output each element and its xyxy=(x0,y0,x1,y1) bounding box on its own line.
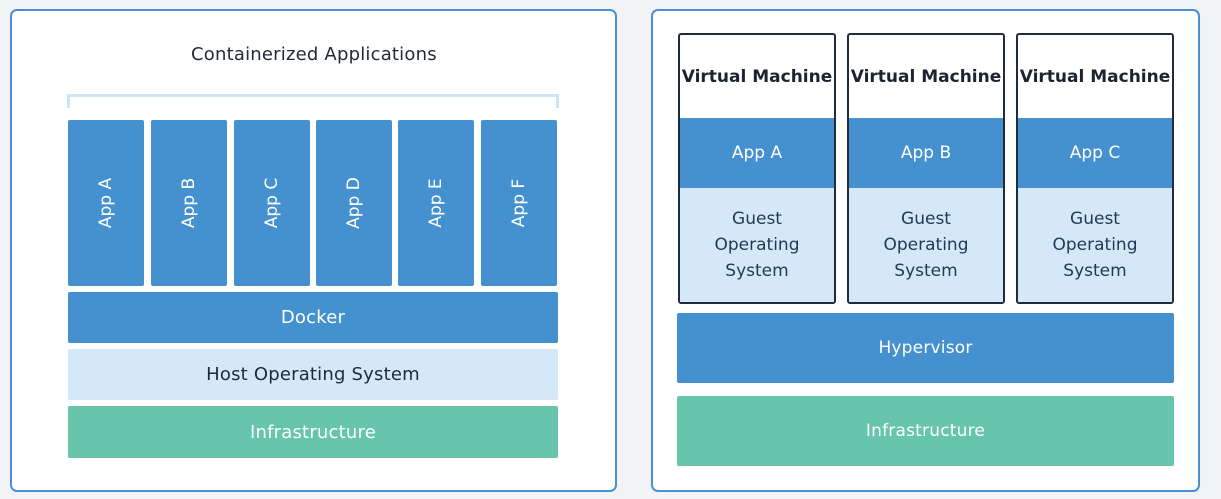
app-a-label: App A xyxy=(96,177,116,229)
app-e-label: App E xyxy=(426,178,446,228)
app-d-label: App D xyxy=(344,177,364,229)
vm-3-title: Virtual Machine xyxy=(1019,66,1171,87)
virtual-machine-3: Virtual Machine App C Guest Operating Sy… xyxy=(1016,33,1174,304)
vm-2-title: Virtual Machine xyxy=(850,66,1002,87)
vm-1-title: Virtual Machine xyxy=(681,66,833,87)
vm-1-app: App A xyxy=(680,118,834,188)
hypervisor-layer: Hypervisor xyxy=(677,313,1174,383)
app-a-column: App A xyxy=(68,120,144,286)
containers-bracket xyxy=(67,94,559,108)
app-f-column: App F xyxy=(481,120,557,286)
app-e-column: App E xyxy=(398,120,474,286)
vm-2-guest-os: Guest Operating System xyxy=(849,188,1003,302)
virtual-machine-2: Virtual Machine App B Guest Operating Sy… xyxy=(847,33,1005,304)
app-c-label: App C xyxy=(262,177,282,229)
docker-layer: Docker xyxy=(68,292,558,343)
app-b-label: App B xyxy=(179,177,199,229)
app-c-column: App C xyxy=(234,120,310,286)
virtual-machine-1: Virtual Machine App A Guest Operating Sy… xyxy=(678,33,836,304)
vm-1-guest-os: Guest Operating System xyxy=(680,188,834,302)
vm-3-app: App C xyxy=(1018,118,1172,188)
app-d-column: App D xyxy=(316,120,392,286)
app-b-column: App B xyxy=(151,120,227,286)
containers-title: Containerized Applications xyxy=(191,44,437,65)
vms-infrastructure-layer: Infrastructure xyxy=(677,396,1174,466)
containers-infrastructure-layer: Infrastructure xyxy=(68,406,558,458)
vm-3-guest-os: Guest Operating System xyxy=(1018,188,1172,302)
host-os-layer: Host Operating System xyxy=(68,349,558,400)
vm-2-app: App B xyxy=(849,118,1003,188)
app-f-label: App F xyxy=(509,178,529,228)
